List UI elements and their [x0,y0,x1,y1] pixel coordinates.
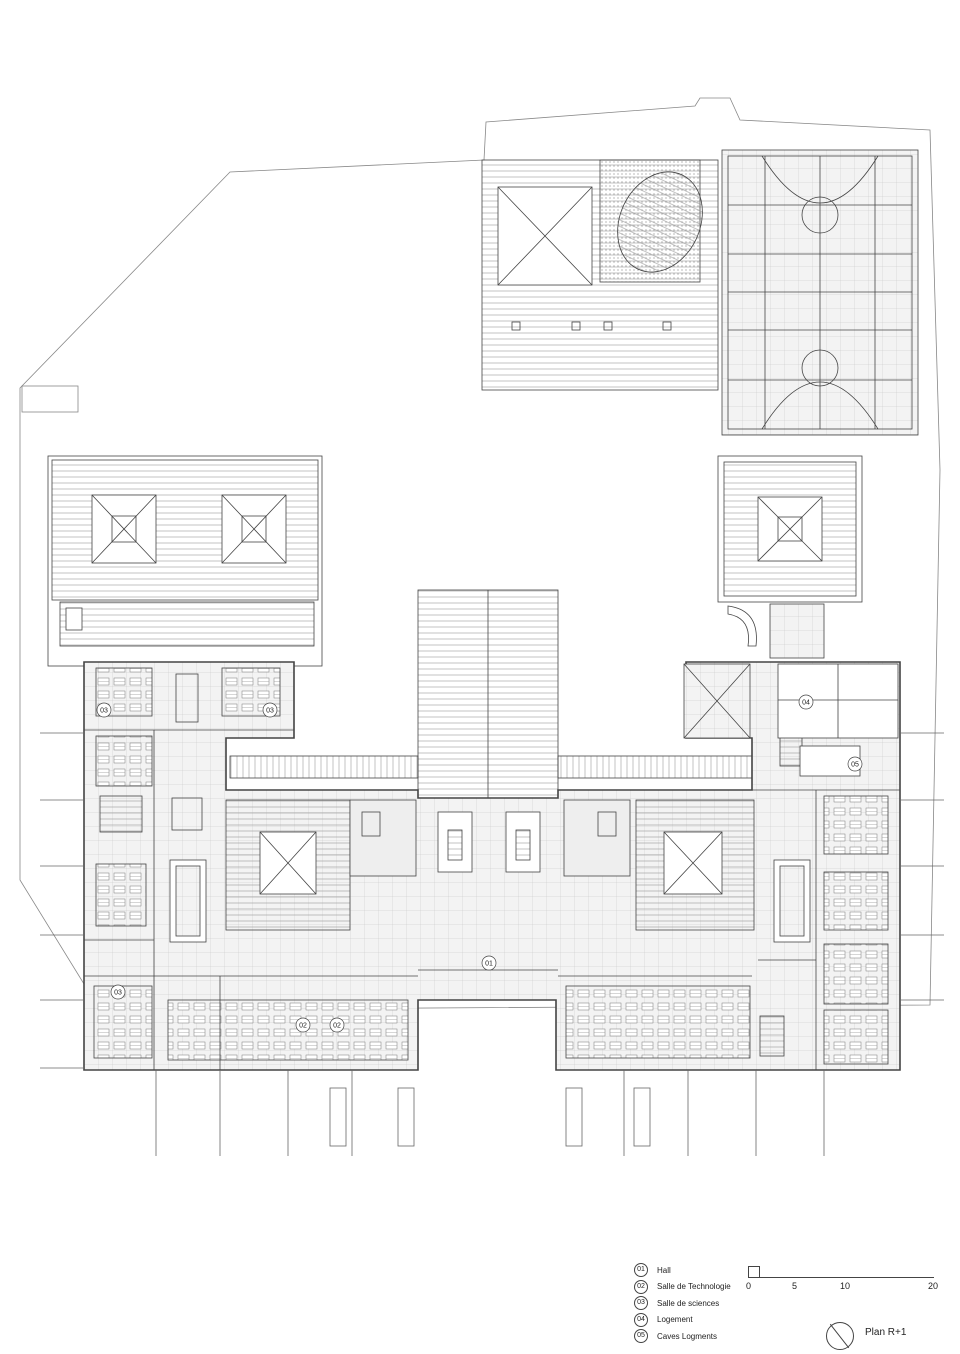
legend-label: Hall [657,1265,671,1275]
room-tag-02-b: 02 [329,1017,345,1033]
legend-label: Caves Logments [657,1331,718,1341]
legend-number: 03 [634,1296,648,1311]
legend-number: 04 [634,1312,648,1327]
svg-text:03: 03 [266,708,274,715]
legend-number: 05 [634,1329,648,1344]
scale-tick: 5 [792,1281,798,1291]
svg-text:03: 03 [114,990,122,997]
scale-bar: 0 5 10 20 [746,1266,939,1300]
scale-tick: 10 [840,1281,851,1291]
scale-line [748,1277,934,1278]
legend-label: Salle de sciences [657,1298,720,1308]
legend: 01 Hall 02 Salle de Technologie 03 Salle… [634,1262,774,1345]
plan-title: Plan R+1 [865,1327,907,1338]
legend-label: Salle de Technologie [657,1282,731,1292]
room-tag-02-a: 02 [295,1017,311,1033]
room-tag-04: 04 [798,694,814,710]
scale-tick: 20 [928,1281,939,1291]
scale-tick: 0 [746,1281,752,1291]
room-tag-03-b: 03 [262,702,278,718]
svg-text:05: 05 [851,762,859,769]
legend-item: 01 Hall [634,1262,774,1279]
room-tag-03-c: 03 [110,984,126,1000]
svg-text:03: 03 [100,708,108,715]
svg-text:01: 01 [485,961,493,968]
svg-text:04: 04 [802,700,810,707]
north-arrow-icon [826,1322,854,1350]
legend-item: 04 Logement [634,1312,774,1329]
legend-label: Logement [657,1315,693,1325]
legend-item: 03 Salle de sciences [634,1295,774,1312]
legend-number: 01 [634,1263,648,1278]
svg-text:02: 02 [299,1023,307,1030]
north-arrow-needle [829,1323,850,1349]
room-tag-01: 01 [481,955,497,971]
room-tag-03-a: 03 [96,702,112,718]
legend-number: 02 [634,1279,648,1294]
legend-item: 05 Caves Logments [634,1328,774,1345]
room-tag-05: 05 [847,756,863,772]
legend-item: 02 Salle de Technologie [634,1279,774,1296]
svg-text:02: 02 [333,1023,341,1030]
